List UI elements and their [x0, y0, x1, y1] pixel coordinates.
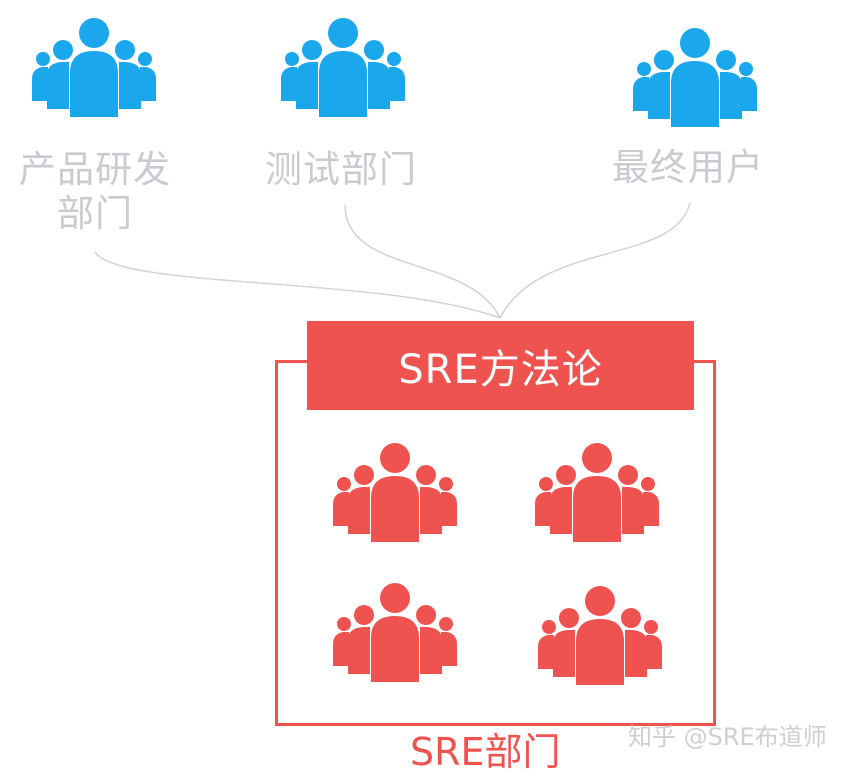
sre-methodology-banner: SRE方法论 [307, 321, 694, 410]
group-icon [333, 582, 457, 686]
stakeholder-label-product-dev: 产品研发 部门 [10, 148, 180, 236]
label-line: 产品研发 [19, 148, 171, 191]
group-icon [281, 17, 405, 121]
group-icon [538, 585, 662, 689]
group-icon [32, 17, 156, 121]
banner-title: SRE方法论 [398, 346, 603, 393]
label-line: 部门 [57, 192, 133, 235]
group-icon [633, 27, 757, 131]
watermark: 知乎 @SRE布道师 [628, 723, 827, 751]
stakeholder-label-end-users: 最终用户 [612, 146, 764, 189]
group-icon [535, 442, 659, 546]
group-icon [333, 442, 457, 546]
stakeholder-label-testing: 测试部门 [265, 148, 417, 191]
sre-department-label: SRE部门 [410, 730, 561, 774]
